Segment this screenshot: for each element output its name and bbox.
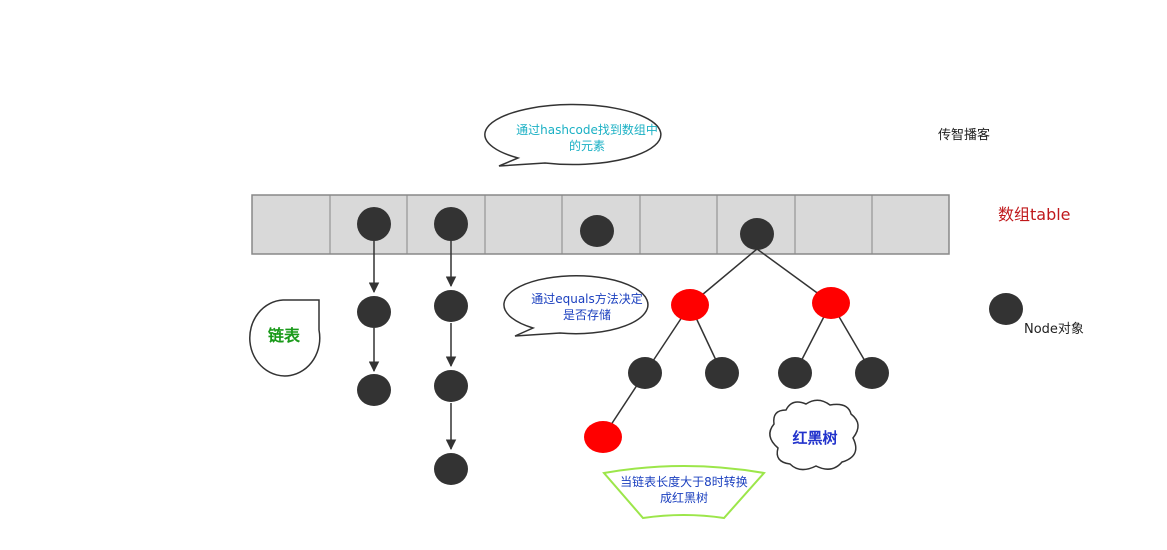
convert-text-line1: 当链表长度大于8时转换 (620, 474, 748, 489)
table-label: 数组table (998, 205, 1071, 224)
equals-bubble: 通过equals方法决定 是否存储 (503, 274, 649, 337)
convert-banner: 当链表长度大于8时转换 成红黑树 (602, 465, 766, 520)
node-black (628, 357, 662, 389)
linked-list-2 (434, 207, 468, 485)
convert-text-line2: 成红黑树 (660, 490, 708, 505)
hashcode-text-line1: 通过hashcode找到数组中 (516, 122, 658, 137)
linked-list-text: 链表 (268, 326, 301, 345)
node-black (357, 207, 391, 241)
node-object-label: Node对象 (1024, 322, 1084, 337)
node-black (778, 357, 812, 389)
linked-list-label: 链表 (249, 299, 321, 377)
watermark-text: 传智播客 (938, 128, 991, 143)
node-black (434, 207, 468, 241)
node-black (357, 296, 391, 328)
node-black (855, 357, 889, 389)
node-red (671, 289, 709, 321)
equals-text-line1: 通过equals方法决定 (531, 291, 643, 306)
node-black (434, 370, 468, 402)
node-black (705, 357, 739, 389)
node-red (812, 287, 850, 319)
equals-text-line2: 是否存储 (563, 307, 611, 322)
node-red (584, 421, 622, 453)
linked-list-1 (357, 207, 391, 406)
red-black-tree-cloud: 红黑树 (769, 399, 859, 471)
node-black (434, 290, 468, 322)
node-black (740, 218, 774, 250)
hashcode-bubble: 通过hashcode找到数组中 的元素 (484, 103, 662, 167)
node-black (580, 215, 614, 247)
hashcode-text-line2: 的元素 (569, 138, 605, 153)
red-black-tree-text: 红黑树 (792, 429, 837, 447)
node-black (434, 453, 468, 485)
legend-node (989, 293, 1023, 325)
red-black-tree (584, 218, 889, 453)
node-black (357, 374, 391, 406)
